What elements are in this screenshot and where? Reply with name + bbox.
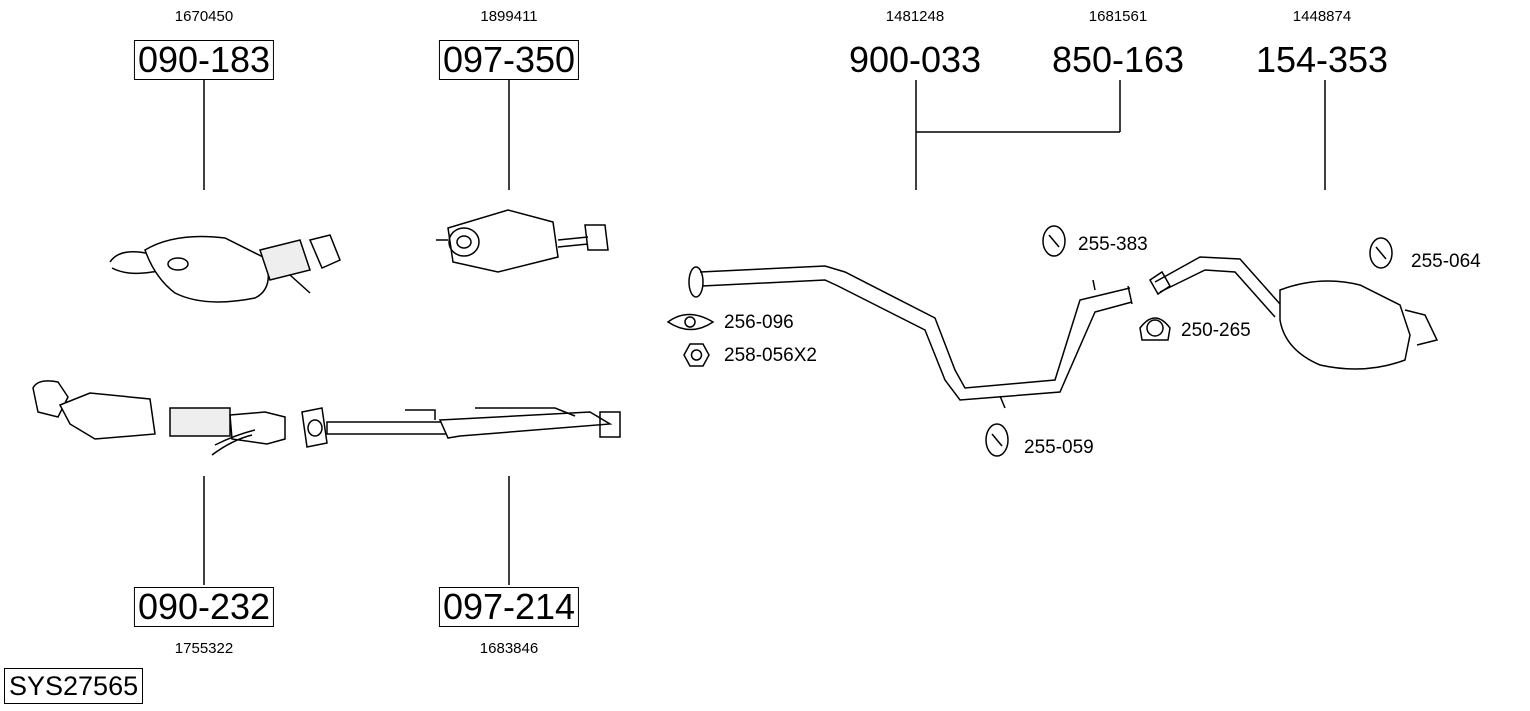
part-number-154-353[interactable]: 154-353 xyxy=(1255,39,1389,80)
catalytic-converter-090-183[interactable] xyxy=(109,234,341,303)
system-id: SYS27565 xyxy=(4,668,144,704)
rubber-mount-label[interactable]: 255-059 xyxy=(1024,437,1094,458)
rubber-mount-icon xyxy=(985,225,1393,457)
oem-number: 1899411 xyxy=(480,8,538,25)
oem-number: 1670450 xyxy=(174,8,234,25)
part-number-090-232[interactable]: 090-232 xyxy=(133,587,275,627)
part-number-097-214[interactable]: 097-214 xyxy=(438,587,580,627)
part-number-097-350[interactable]: 097-350 xyxy=(438,40,580,80)
clamp-label[interactable]: 250-265 xyxy=(1181,320,1251,341)
nut-label[interactable]: 258-056X2 xyxy=(724,345,817,366)
gasket-label[interactable]: 256-096 xyxy=(724,312,794,333)
rubber-mount-label[interactable]: 255-383 xyxy=(1078,234,1148,255)
particulate-filter-097-350[interactable] xyxy=(436,209,609,273)
oem-number: 1448874 xyxy=(1292,8,1352,25)
center-pipe-097-214[interactable] xyxy=(301,407,621,448)
oem-number: 1481248 xyxy=(885,8,945,25)
part-number-850-163[interactable]: 850-163 xyxy=(1051,39,1185,80)
rubber-mount-label[interactable]: 255-064 xyxy=(1411,251,1481,272)
part-number-090-183[interactable]: 090-183 xyxy=(133,40,275,80)
nut-icon xyxy=(683,343,710,367)
oem-number: 1755322 xyxy=(174,640,234,657)
oem-number: 1683846 xyxy=(479,640,539,657)
rear-silencer-154-353[interactable] xyxy=(1149,256,1439,370)
intermediate-pipe-900-033[interactable] xyxy=(688,265,1133,409)
catalytic-converter-090-232[interactable] xyxy=(32,380,286,456)
part-number-900-033[interactable]: 900-033 xyxy=(848,39,982,80)
oem-number: 1681561 xyxy=(1088,8,1148,25)
gasket-icon xyxy=(666,313,715,331)
clamp-icon xyxy=(1139,317,1171,341)
leader-lines xyxy=(203,80,1326,585)
